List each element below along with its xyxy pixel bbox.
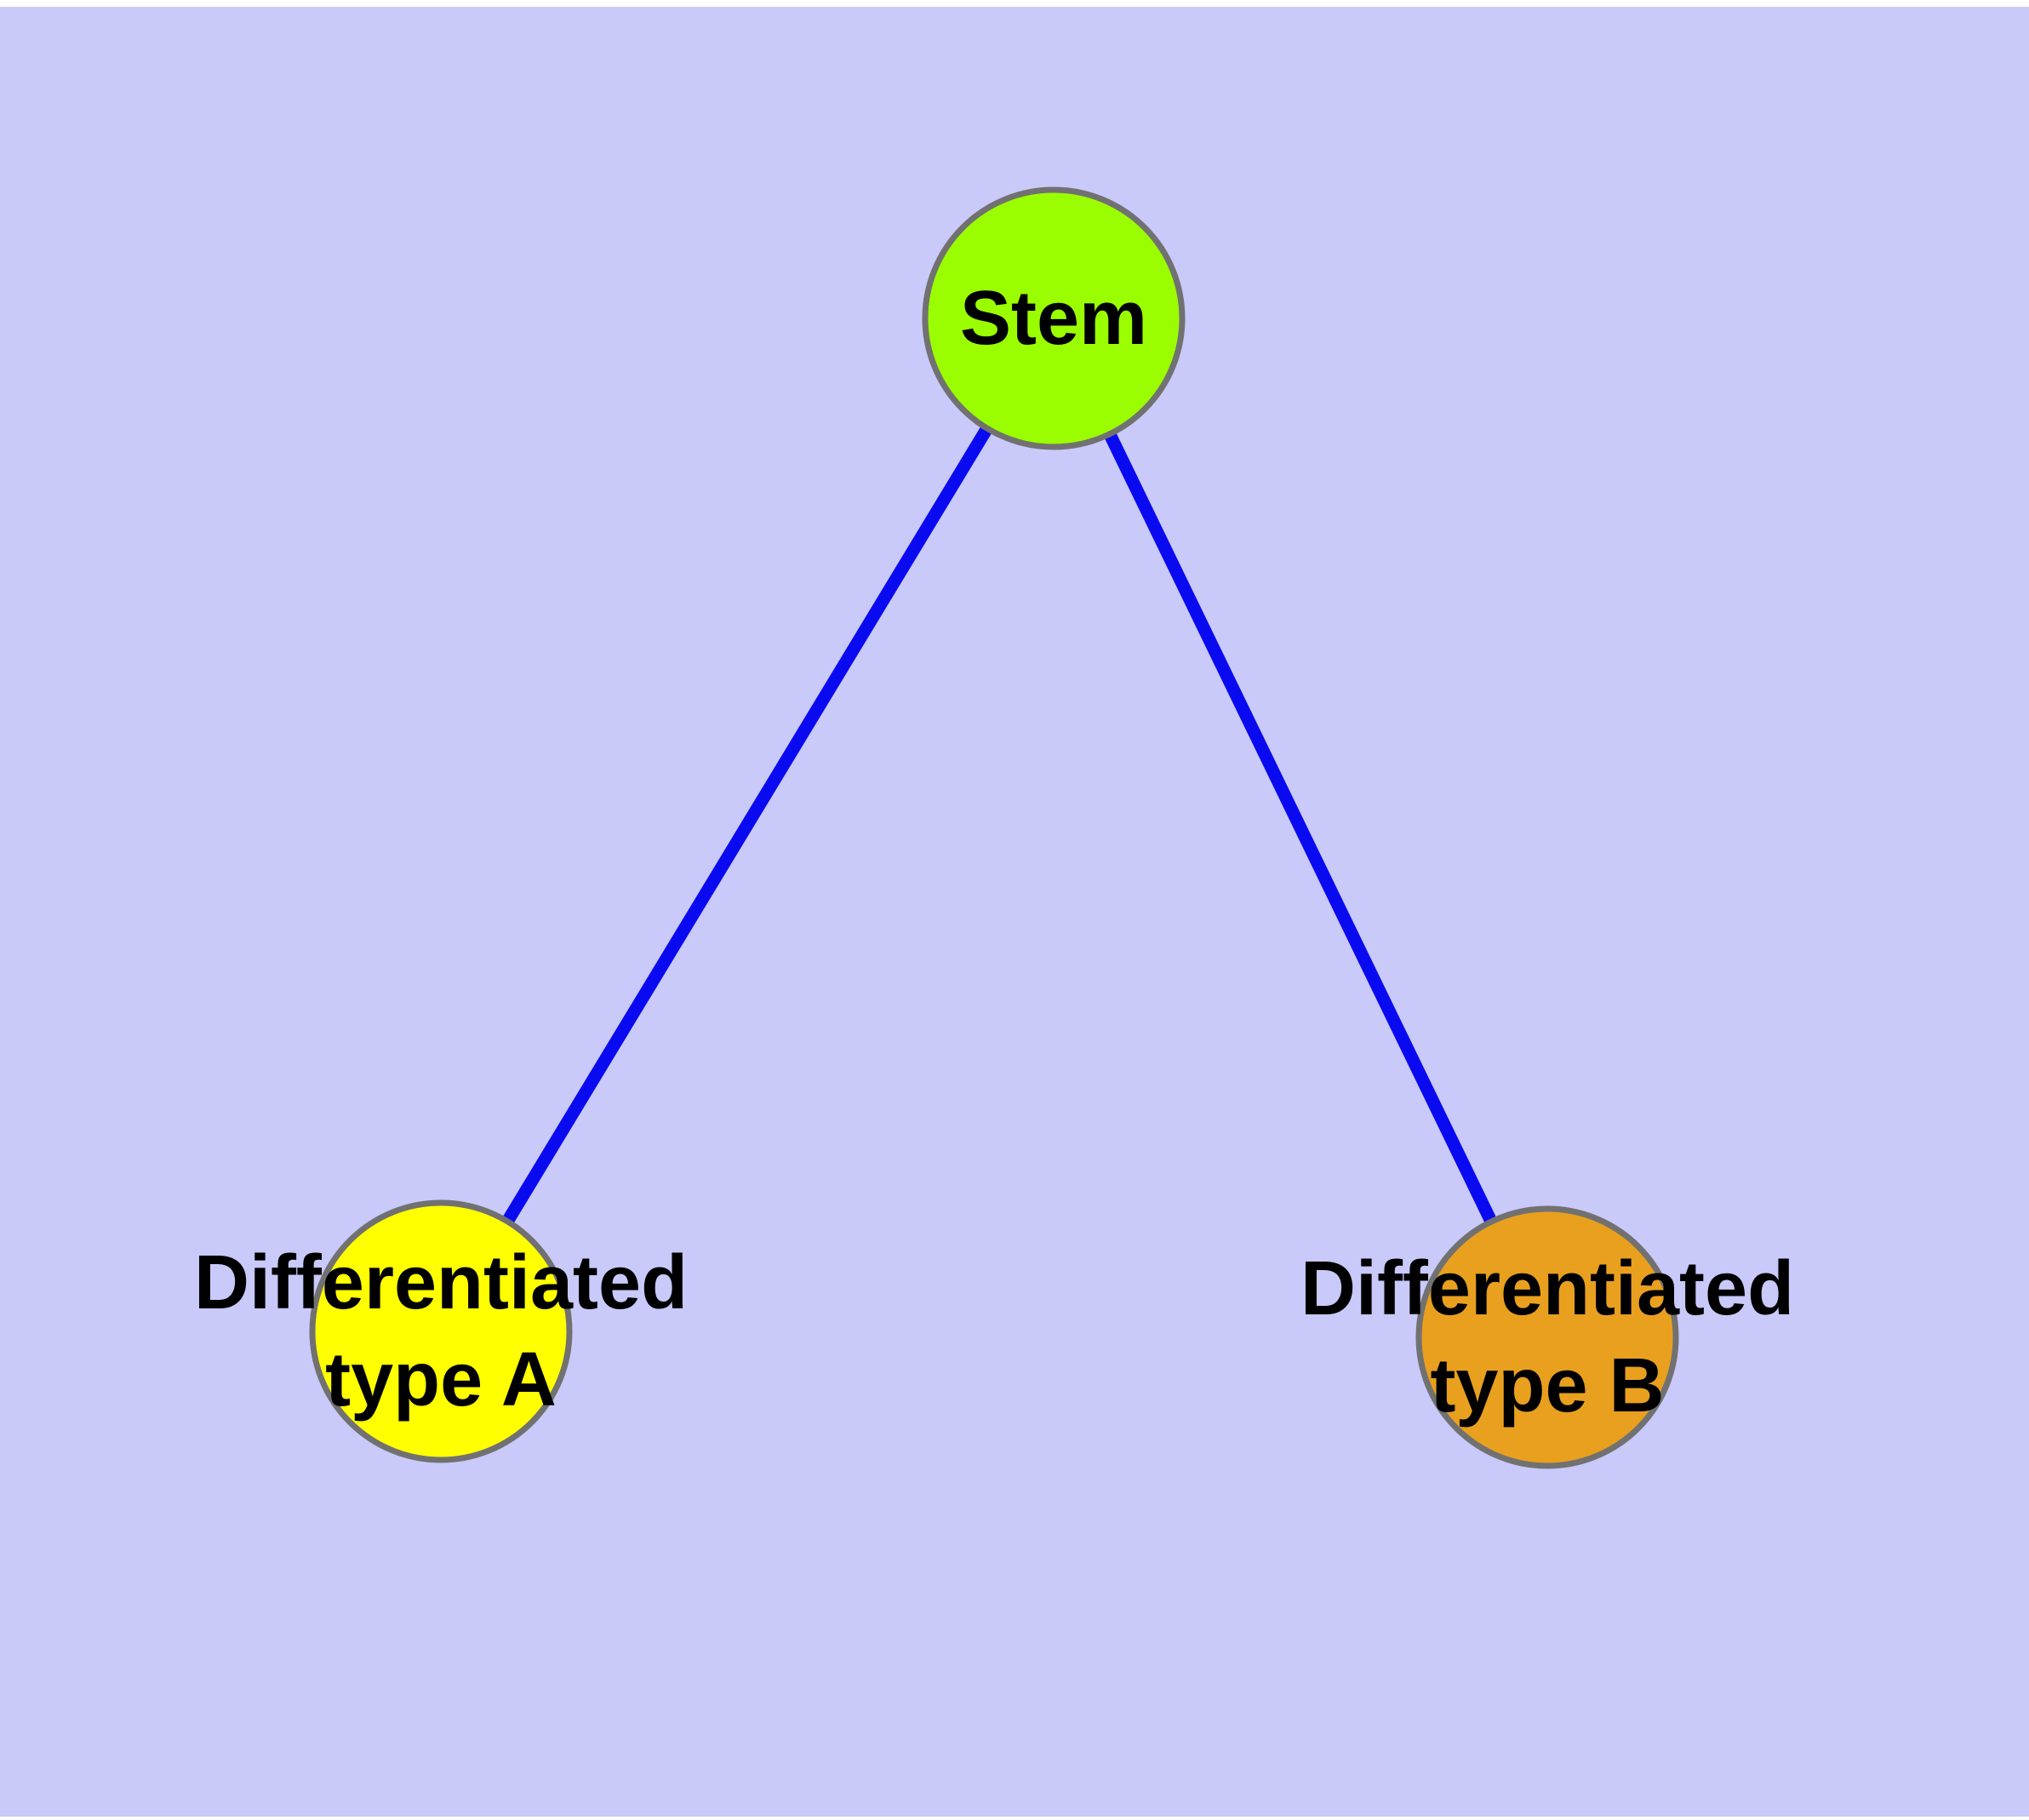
node-stem-circle — [922, 186, 1186, 450]
node-type-b-circle — [1415, 1205, 1679, 1469]
edge-stem-to-type-a — [435, 315, 1060, 1335]
edge-stem-to-type-b — [1048, 315, 1553, 1341]
node-type-a-circle — [309, 1199, 573, 1463]
